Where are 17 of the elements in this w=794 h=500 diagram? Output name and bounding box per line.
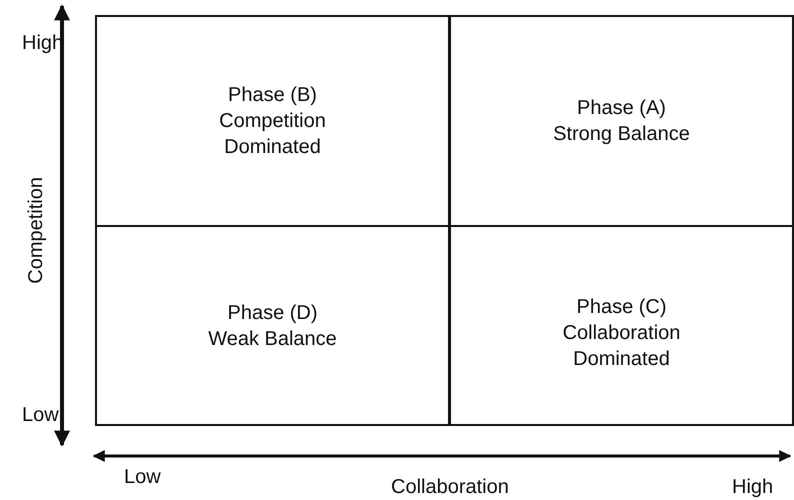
quadrant-box bbox=[449, 225, 794, 426]
phase-label: Phase (B) bbox=[228, 83, 317, 108]
quadrant-box bbox=[95, 225, 450, 426]
axis-title: Collaboration bbox=[391, 476, 509, 499]
phase-label: Phase (A) bbox=[577, 96, 666, 121]
phase-label: Phase (D) bbox=[227, 300, 318, 326]
axis-title: Competition bbox=[24, 176, 48, 284]
axis-tick-label: High bbox=[732, 476, 774, 499]
axis-tick-label: Low bbox=[22, 404, 59, 427]
axis-tick-label: Low bbox=[124, 466, 161, 489]
phase-description: Strong Balance bbox=[553, 122, 690, 147]
phase-description: Collaboration Dominated bbox=[562, 320, 682, 372]
quadrant-box bbox=[449, 15, 794, 227]
phase-label: Phase (C) bbox=[576, 294, 667, 320]
phase-description: Weak Balance bbox=[208, 326, 337, 352]
phase-description: Competition Dominated bbox=[218, 109, 327, 160]
quadrant-box bbox=[95, 15, 450, 227]
